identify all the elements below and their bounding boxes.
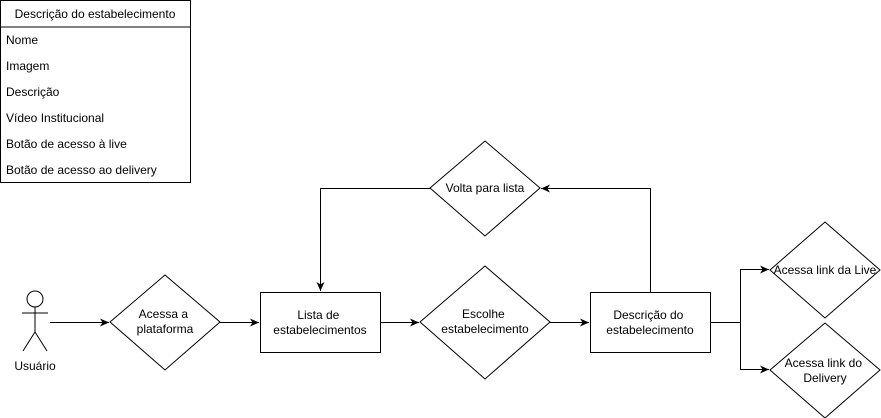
entity-table-row: Nome bbox=[6, 33, 38, 47]
svg-text:Lista de estabelecimento: Lista de estabelecimentos bbox=[273, 308, 366, 337]
node-label: Descrição do bbox=[613, 308, 683, 322]
decision-volta-para-lista: Volta para lista bbox=[429, 140, 541, 237]
process-descricao-estabelecimento: Descrição do estabelecimento bbox=[590, 292, 711, 353]
entity-table-row: Botão de acesso à live bbox=[6, 137, 127, 151]
svg-text:Escolhe estabelecimento: Escolhe estabelecimento bbox=[441, 307, 529, 336]
process-lista-estabelecimentos: Lista de estabelecimentos bbox=[260, 292, 381, 353]
entity-table-row: Botão de acesso ao delivery bbox=[6, 163, 157, 177]
decision-acessa-link-live: Acessa link da Live bbox=[769, 221, 881, 319]
node-label: Acessa link do bbox=[785, 356, 863, 370]
node-label: plataforma bbox=[137, 322, 194, 336]
node-label: Acessa a bbox=[139, 307, 189, 321]
entity-table-row: Imagem bbox=[6, 59, 49, 73]
node-label: Acessa link da Live bbox=[774, 263, 877, 277]
node-label: Volta para lista bbox=[446, 181, 525, 195]
entity-table-row: Descrição bbox=[6, 85, 60, 99]
decision-acessa-plataforma: Acessa a plataforma bbox=[109, 274, 221, 371]
actor-label: Usuário bbox=[14, 359, 56, 373]
node-label: Delivery bbox=[803, 371, 846, 385]
actor-usuario bbox=[22, 290, 48, 352]
decision-acessa-link-delivery: Acessa link do Delivery bbox=[769, 322, 881, 418]
edge-volta-to-lista bbox=[316, 188, 430, 291]
svg-text:Descrição do estabelecim: Descrição do estabelecimento bbox=[606, 308, 694, 337]
node-label: Lista de bbox=[297, 308, 339, 322]
edge-descricao-to-delivery bbox=[740, 322, 769, 374]
entity-table-header: Descrição do estabelecimento bbox=[15, 7, 176, 21]
decision-escolhe-estabelecimento: Escolhe estabelecimento bbox=[419, 265, 551, 380]
node-label: estabelecimento bbox=[606, 323, 694, 337]
node-label: Escolhe bbox=[462, 307, 505, 321]
actor-head bbox=[26, 290, 44, 308]
node-label: estabelecimento bbox=[441, 322, 529, 336]
entity-table: Descrição do estabelecimento Nome Imagem… bbox=[0, 0, 191, 183]
svg-text:Acessa a plataforma: Acessa a plataforma bbox=[137, 307, 194, 336]
entity-table-row: Vídeo Institucional bbox=[6, 111, 104, 125]
edge-descricao-to-live bbox=[710, 265, 769, 323]
svg-text:Acessa link do Delivery: Acessa link do Delivery bbox=[785, 356, 866, 385]
edge-descricao-to-volta bbox=[541, 184, 651, 292]
node-label: estabelecimentos bbox=[273, 323, 366, 337]
